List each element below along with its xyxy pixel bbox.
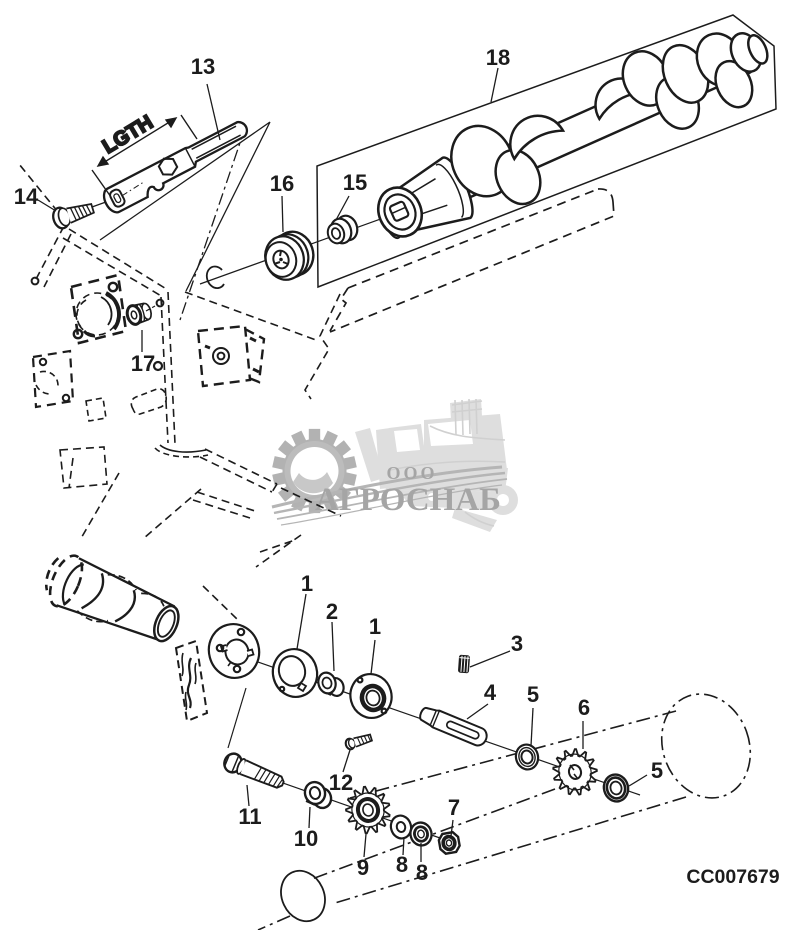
svg-text:13: 13: [191, 54, 215, 79]
svg-text:OOO: OOO: [386, 463, 437, 483]
svg-text:18: 18: [486, 45, 510, 70]
svg-text:9: 9: [357, 855, 369, 880]
svg-text:8: 8: [396, 852, 408, 877]
svg-text:11: 11: [238, 804, 261, 829]
svg-text:14: 14: [14, 184, 39, 209]
svg-text:4: 4: [484, 680, 497, 705]
svg-text:8: 8: [416, 860, 428, 885]
svg-text:1: 1: [301, 571, 313, 596]
svg-text:5: 5: [651, 758, 663, 783]
svg-text:АГРОСНАБ: АГРОСНАБ: [315, 482, 501, 518]
svg-text:5: 5: [527, 682, 539, 707]
svg-text:3: 3: [511, 631, 523, 656]
svg-text:1: 1: [369, 614, 381, 639]
svg-text:15: 15: [343, 170, 367, 195]
svg-text:17: 17: [131, 351, 155, 376]
svg-text:CC007679: CC007679: [686, 866, 779, 888]
svg-text:10: 10: [294, 826, 318, 851]
svg-text:2: 2: [326, 599, 338, 624]
svg-text:16: 16: [270, 171, 294, 196]
svg-text:12: 12: [329, 770, 353, 795]
svg-text:7: 7: [448, 795, 460, 820]
svg-text:6: 6: [578, 695, 590, 720]
